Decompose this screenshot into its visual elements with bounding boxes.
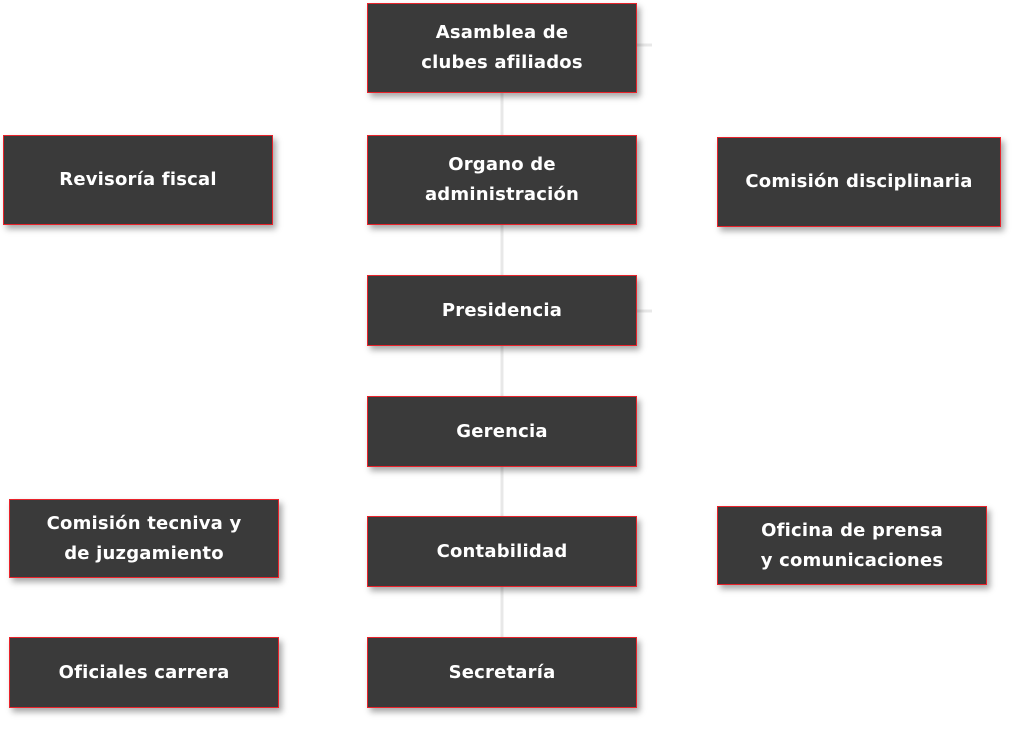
node-secretaria-label: Secretaría — [448, 661, 556, 683]
node-gerencia: Gerencia — [367, 396, 637, 467]
node-contabilidad: Contabilidad — [367, 516, 637, 587]
node-asamblea-label: Asamblea de clubes afiliados — [421, 22, 583, 73]
node-oficina-prensa: Oficina de prensa y comunicaciones — [717, 506, 987, 585]
node-revisoria-fiscal: Revisoría fiscal — [3, 135, 273, 225]
node-organo-administracion-label: Organo de administración — [424, 154, 580, 205]
node-secretaria: Secretaría — [367, 637, 637, 708]
node-gerencia-label: Gerencia — [456, 420, 548, 442]
node-presidencia-label: Presidencia — [441, 299, 563, 321]
node-revisoria-fiscal-label: Revisoría fiscal — [59, 169, 217, 190]
node-oficiales-carrera: Oficiales carrera — [9, 637, 279, 708]
node-organo-administracion: Organo de administración — [367, 135, 637, 225]
node-oficiales-carrera-label: Oficiales carrera — [58, 661, 230, 683]
node-contabilidad-label: Contabilidad — [436, 540, 568, 562]
node-comision-disciplinaria-label: Comisión disciplinaria — [745, 171, 973, 192]
node-presidencia: Presidencia — [367, 275, 637, 346]
node-comision-tecnica: Comisión tecniva y de juzgamiento — [9, 499, 279, 578]
node-oficina-prensa-label: Oficina de prensa y comunicaciones — [760, 519, 944, 571]
node-comision-tecnica-label: Comisión tecniva y de juzgamiento — [46, 512, 242, 564]
node-asamblea: Asamblea de clubes afiliados — [367, 3, 637, 93]
node-comision-disciplinaria: Comisión disciplinaria — [717, 137, 1001, 227]
